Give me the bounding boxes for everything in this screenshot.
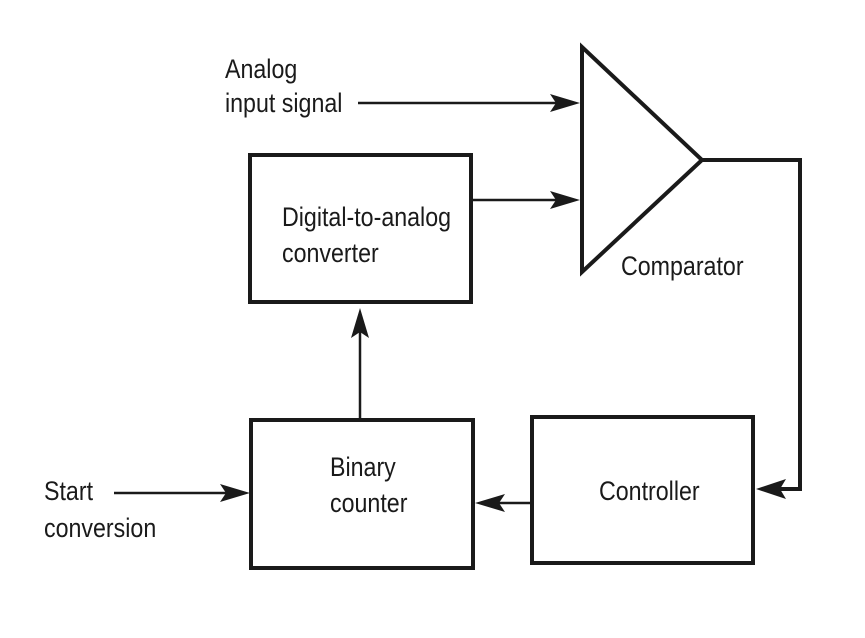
controller-to-counter-arrow [475, 494, 530, 512]
controller-label: Controller [599, 476, 700, 506]
analog-input-label-line1: Analog [225, 54, 297, 84]
dac-block: Digital-to-analog converter [248, 153, 473, 304]
controller-block: Controller [530, 415, 755, 565]
counter-to-dac-arrow [351, 308, 369, 418]
binary-counter-label-line1: Binary [330, 452, 396, 482]
comparator-label: Comparator [621, 251, 744, 281]
start-conversion-arrow [114, 484, 250, 502]
start-conversion-label-line1: Start [44, 476, 93, 506]
analog-input-label-line2: input signal [225, 88, 342, 118]
comparator-to-controller-wire [700, 158, 802, 499]
dac-label-line1: Digital-to-analog [282, 202, 451, 232]
binary-counter-block: Binary counter [249, 418, 475, 570]
dac-to-comparator-arrow [473, 191, 580, 209]
binary-counter-label-line2: counter [330, 488, 407, 518]
dac-label-line2: converter [282, 238, 379, 268]
comparator-symbol [580, 42, 705, 277]
analog-input-arrow [358, 94, 580, 112]
start-conversion-label-line2: conversion [44, 513, 156, 543]
